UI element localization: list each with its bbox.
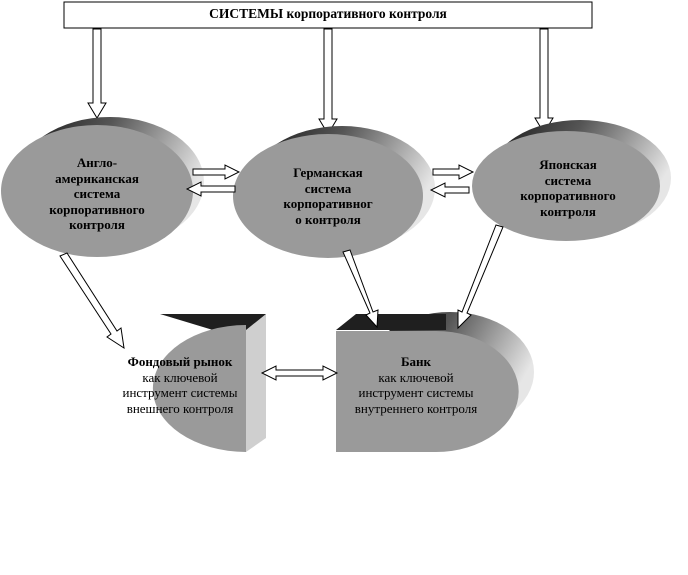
- stock-line-1: как ключевой: [142, 369, 218, 385]
- node-japanese: [472, 120, 671, 241]
- arrow-anglo-to-stock: [59, 252, 125, 350]
- arrow-german-to-japan: [432, 164, 475, 180]
- node-anglo-american: [1, 117, 204, 257]
- japan-line-2: система: [544, 172, 592, 188]
- stock-heading: Фондовый рынок: [127, 354, 233, 369]
- diagram-title: СИСТЕМЫ корпоративного контроля: [64, 6, 592, 22]
- anglo-line-5: контроля: [69, 217, 125, 233]
- german-line-2: система: [304, 180, 352, 196]
- arrow-german-to-anglo: [185, 181, 236, 197]
- bank-line-3: внутреннего контроля: [354, 400, 478, 416]
- bank-heading: Банк: [400, 354, 432, 369]
- german-line-3: корпоративног: [283, 196, 373, 212]
- japan-line-3: корпоративного: [520, 188, 616, 204]
- arrow-stock-bank-bidirectional: [260, 365, 339, 381]
- title-rest: корпоративного контроля: [286, 6, 447, 21]
- anglo-line-1: Англо-: [76, 155, 118, 170]
- stock-line-2: инструмент системы: [122, 385, 238, 401]
- anglo-line-4: корпоративного: [49, 201, 145, 217]
- bank-line-1: как ключевой: [378, 369, 454, 385]
- stock-line-3: внешнего контроля: [126, 400, 234, 416]
- node-bank: [336, 312, 534, 452]
- german-line-1: Германская: [293, 165, 363, 180]
- node-stock-market: [152, 314, 266, 453]
- japan-line-4: контроля: [540, 203, 596, 219]
- arrow-title-to-japan: [534, 28, 554, 134]
- anglo-line-2: американская: [55, 170, 139, 186]
- title-box: [63, 1, 593, 29]
- german-label: Германская система корпоративног о контр…: [248, 165, 408, 227]
- stock-market-label: Фондовый рынок как ключевой инструмент с…: [105, 354, 255, 416]
- arrow-japan-to-german: [429, 182, 470, 198]
- japanese-label: Японская система корпоративного контроля: [488, 157, 648, 219]
- arrow-title-to-german: [318, 28, 338, 135]
- japan-line-1: Японская: [539, 157, 597, 172]
- arrow-japan-to-bank: [457, 224, 504, 330]
- arrow-german-to-bank: [342, 249, 379, 329]
- arrow-title-to-anglo: [87, 28, 107, 119]
- node-german: [233, 126, 435, 258]
- bank-label: Банк как ключевой инструмент системы вну…: [336, 354, 496, 416]
- bank-line-2: инструмент системы: [358, 385, 474, 401]
- title-caps: СИСТЕМЫ: [209, 6, 284, 21]
- arrow-anglo-to-german: [192, 164, 241, 180]
- anglo-american-label: Англо- американская система корпоративно…: [17, 155, 177, 233]
- german-line-4: о контроля: [295, 211, 361, 227]
- anglo-line-3: система: [73, 186, 121, 202]
